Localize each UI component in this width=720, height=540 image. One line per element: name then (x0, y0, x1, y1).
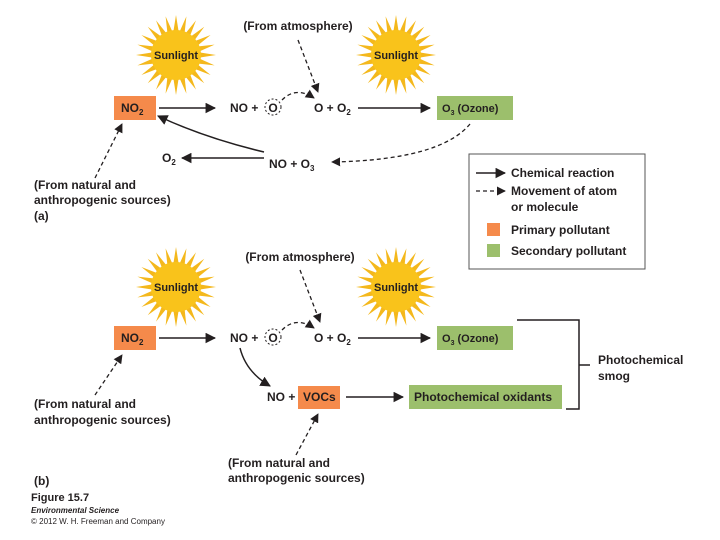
ozone-box (437, 326, 513, 350)
copyright: © 2012 W. H. Freeman and Company (31, 517, 165, 526)
legend-movement: Movement of atom (511, 184, 617, 198)
ozone-movement-arrow (331, 123, 471, 167)
smog-label: smog (598, 369, 630, 383)
no2-box (114, 96, 156, 120)
oxygen-atom-label: O (268, 331, 277, 345)
sun-icon (356, 15, 436, 95)
vocs-sources-label: anthropogenic sources) (228, 471, 365, 485)
legend-secondary-swatch (487, 244, 500, 257)
ozone-label: O3(Ozone) (442, 333, 499, 347)
sun-core (371, 30, 421, 80)
no2-label: NO2 (121, 331, 144, 347)
legend: Chemical reaction Movement of atom or mo… (468, 153, 646, 270)
vocs-sources-movement-arrow (295, 413, 319, 456)
no-plus-label: NO + (230, 331, 258, 345)
sun-core (151, 30, 201, 80)
sources-label: anthropogenic sources) (34, 413, 171, 427)
book-title: Environmental Science (31, 506, 120, 515)
sun-icon (356, 247, 436, 327)
sun-core (371, 262, 421, 312)
legend-secondary: Secondary pollutant (511, 244, 626, 258)
oxygen-movement-arrow (281, 319, 315, 331)
o-plus-o2-label: O + O2 (314, 331, 351, 347)
vocs-label: VOCs (303, 390, 336, 404)
oxygen-atom-circle (264, 98, 282, 116)
vocs-sources-label: (From natural and (228, 456, 330, 470)
sun-icon (136, 15, 216, 95)
no2-box (114, 326, 156, 350)
no-plus-o3-label: NO + O3 (269, 157, 315, 173)
sunlight-label: Sunlight (154, 50, 198, 62)
sunlight-label: Sunlight (374, 282, 418, 294)
no-plus-label: NO + (230, 101, 258, 115)
sources-label: anthropogenic sources) (34, 193, 171, 207)
oxygen-movement-arrow (281, 89, 315, 101)
oxygen-atom-circle (264, 328, 282, 346)
panel-a-label: (a) (34, 209, 49, 223)
oxidants-label: Photochemical oxidants (414, 390, 552, 404)
ozone-label: O3(Ozone) (442, 103, 499, 117)
reaction-arrow (239, 347, 271, 387)
sources-movement-arrow (94, 354, 123, 396)
reaction-arrow (157, 115, 265, 153)
sun-icon (136, 247, 216, 327)
from-atmosphere-label: (From atmosphere) (245, 250, 354, 264)
legend-movement: or molecule (511, 200, 579, 214)
no-plus-vocs-label: NO + (267, 390, 295, 404)
sources-movement-arrow (94, 123, 123, 179)
legend-primary-swatch (487, 223, 500, 236)
sources-label: (From natural and (34, 178, 136, 192)
vocs-box (298, 386, 340, 409)
o2-label: O2 (162, 151, 176, 167)
sunlight-label: Sunlight (374, 50, 418, 62)
panel-b-label: (b) (34, 474, 49, 488)
o-plus-o2-label: O + O2 (314, 101, 351, 117)
sources-label: (From natural and (34, 397, 136, 411)
sunlight-label: Sunlight (154, 282, 198, 294)
smog-label: Photochemical (598, 353, 683, 367)
panel-a: Sunlight Sunlight (From atmosphere) NO2 … (34, 15, 513, 223)
sun-core (151, 262, 201, 312)
legend-primary: Primary pollutant (511, 223, 610, 237)
oxygen-atom-label: O (268, 101, 277, 115)
ozone-box (437, 96, 513, 120)
no2-label: NO2 (121, 101, 144, 117)
panel-b: Sunlight Sunlight (From atmosphere) NO2 … (34, 247, 683, 488)
oxidants-box (409, 385, 562, 409)
figure-number: Figure 15.7 (31, 492, 90, 504)
atmosphere-movement-arrow (299, 269, 322, 323)
from-atmosphere-label: (From atmosphere) (243, 19, 352, 33)
legend-chemical-reaction: Chemical reaction (511, 166, 614, 180)
atmosphere-movement-arrow (297, 39, 320, 93)
